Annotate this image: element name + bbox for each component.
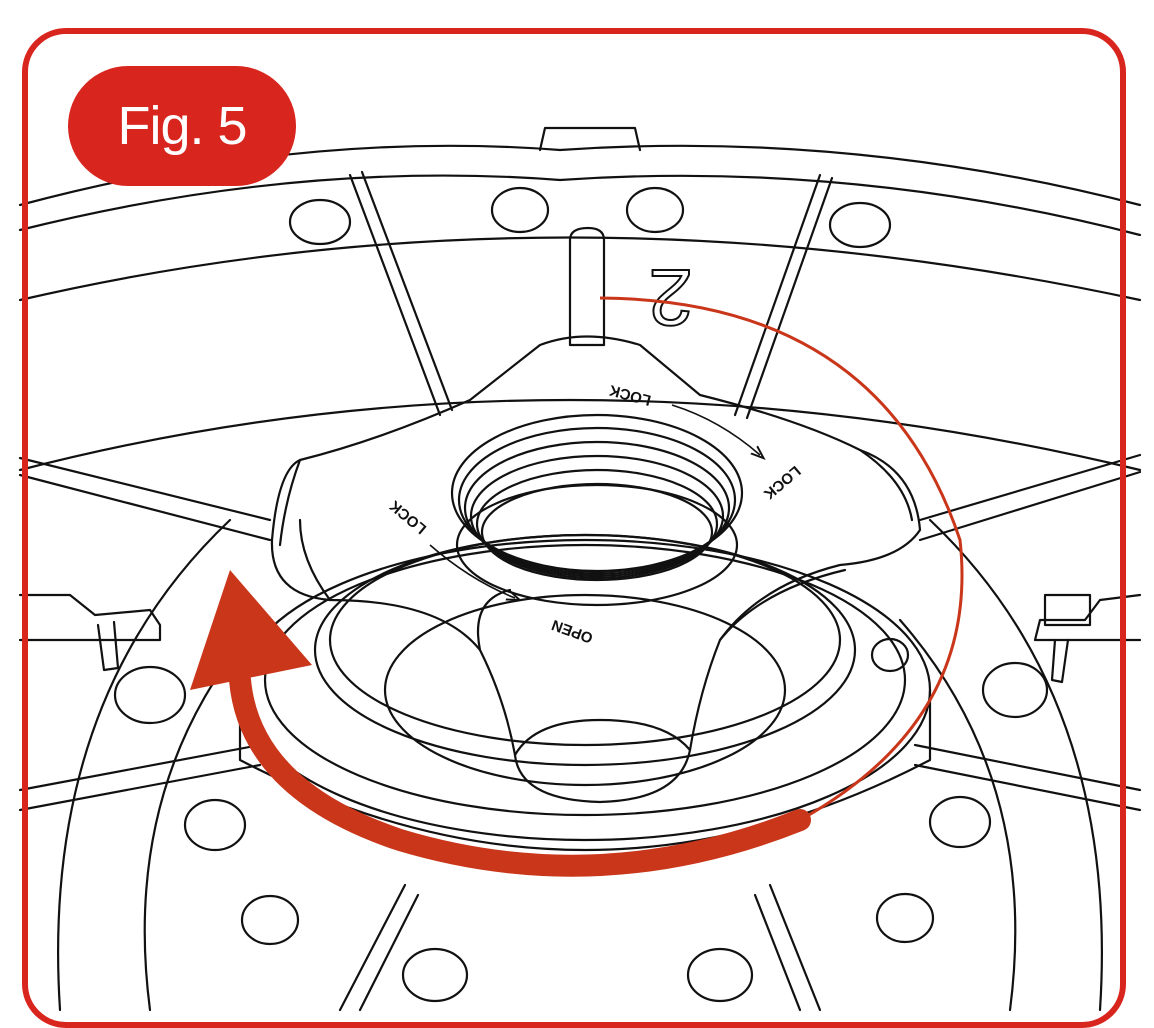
hub-base-ring <box>238 538 932 842</box>
lock-label-right: LOCK <box>760 462 804 502</box>
spoke <box>733 173 834 420</box>
rim-hole <box>625 186 685 234</box>
spoke <box>348 170 454 417</box>
locking-nut <box>270 335 922 804</box>
spoke <box>913 743 1142 812</box>
rim-hole <box>288 198 352 246</box>
side-clip <box>18 593 162 642</box>
figure-badge: Fig. 5 <box>68 66 296 186</box>
indicator-number: 2 <box>649 253 694 342</box>
base-hole <box>401 947 469 1003</box>
figure-label: Fig. 5 <box>117 96 247 156</box>
spoke <box>18 456 272 542</box>
base-hole <box>183 798 247 852</box>
base-hole <box>928 795 992 849</box>
base-hole <box>686 947 754 1003</box>
lock-label-left: LOCK <box>386 497 430 537</box>
rim-hole <box>828 201 892 249</box>
outer-rim-inner <box>18 174 1142 237</box>
base-ring <box>18 236 1142 302</box>
rotation-arrowhead <box>190 570 312 690</box>
spoke <box>338 883 420 1012</box>
lock-label-top: LOCK <box>607 381 653 408</box>
hub-base-ring-inner <box>263 543 907 817</box>
open-label: OPEN <box>550 616 596 647</box>
spoke <box>18 743 262 812</box>
rim-hole <box>490 186 550 234</box>
base-hole <box>113 665 187 725</box>
side-clip <box>1033 593 1142 642</box>
rotation-arrow <box>190 296 964 877</box>
base-hole <box>981 661 1049 719</box>
spoke <box>918 453 1142 542</box>
spoke <box>753 883 822 1012</box>
base-hole <box>240 894 300 946</box>
centre-post <box>568 226 606 347</box>
base-hole <box>875 892 935 944</box>
